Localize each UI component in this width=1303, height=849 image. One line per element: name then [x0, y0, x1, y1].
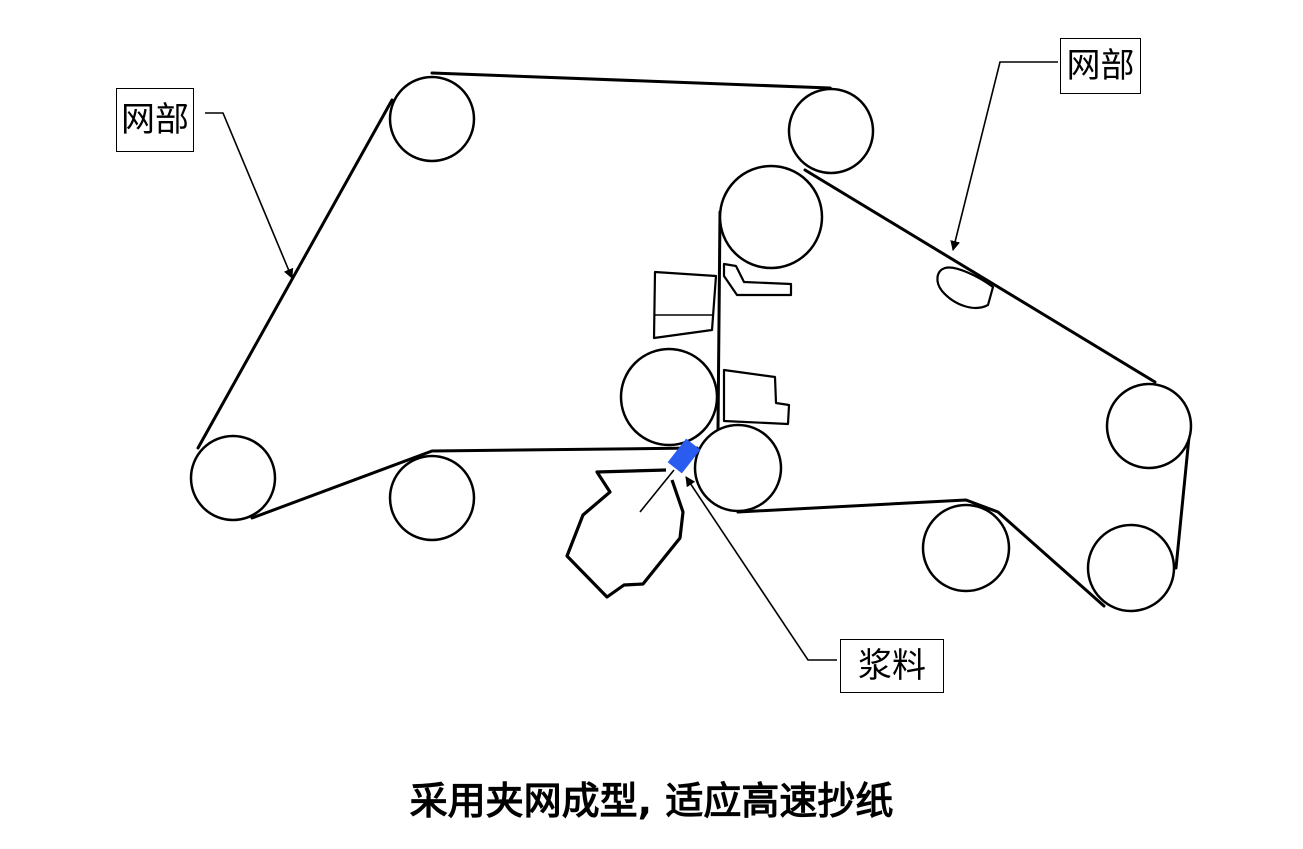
- blade-right-upper: [722, 262, 793, 297]
- wire-section-label-right: 网部: [1060, 38, 1141, 94]
- roll-right-outer: [1105, 382, 1193, 470]
- wire-section-label-left: 网部: [116, 88, 194, 152]
- roll-bottom-right: [1086, 523, 1176, 613]
- arrow-slurry: [685, 476, 837, 661]
- dewatering-elements: [652, 262, 995, 426]
- forming-roll-center: [619, 347, 719, 447]
- roll-bottom-middle: [921, 503, 1011, 593]
- left-wire-loop: [196, 71, 868, 520]
- slurry-jet: [667, 438, 701, 474]
- roll-left-lower: [388, 454, 476, 542]
- blade-right-lower: [722, 368, 791, 426]
- rolls: [189, 75, 1193, 613]
- slurry-label: 浆料: [840, 639, 944, 693]
- arrow-left-wire: [205, 112, 294, 279]
- diagram-caption: 采用夹网成型, 适应高速抄纸: [409, 779, 894, 823]
- forming-roll-lower: [693, 423, 783, 513]
- roll-left-bottom: [189, 434, 277, 522]
- suction-box-left-upper: [652, 270, 718, 340]
- turning-roll-top-right: [787, 87, 875, 175]
- vacuum-shoe: [936, 266, 995, 309]
- breast-roll-left-top: [388, 75, 476, 163]
- right-wire-loop: [716, 168, 1192, 608]
- headbox-slice-line: [639, 469, 675, 513]
- arrow-right-wire: [950, 61, 1058, 251]
- headbox: [565, 468, 685, 599]
- forming-roll-right-top: [718, 164, 824, 270]
